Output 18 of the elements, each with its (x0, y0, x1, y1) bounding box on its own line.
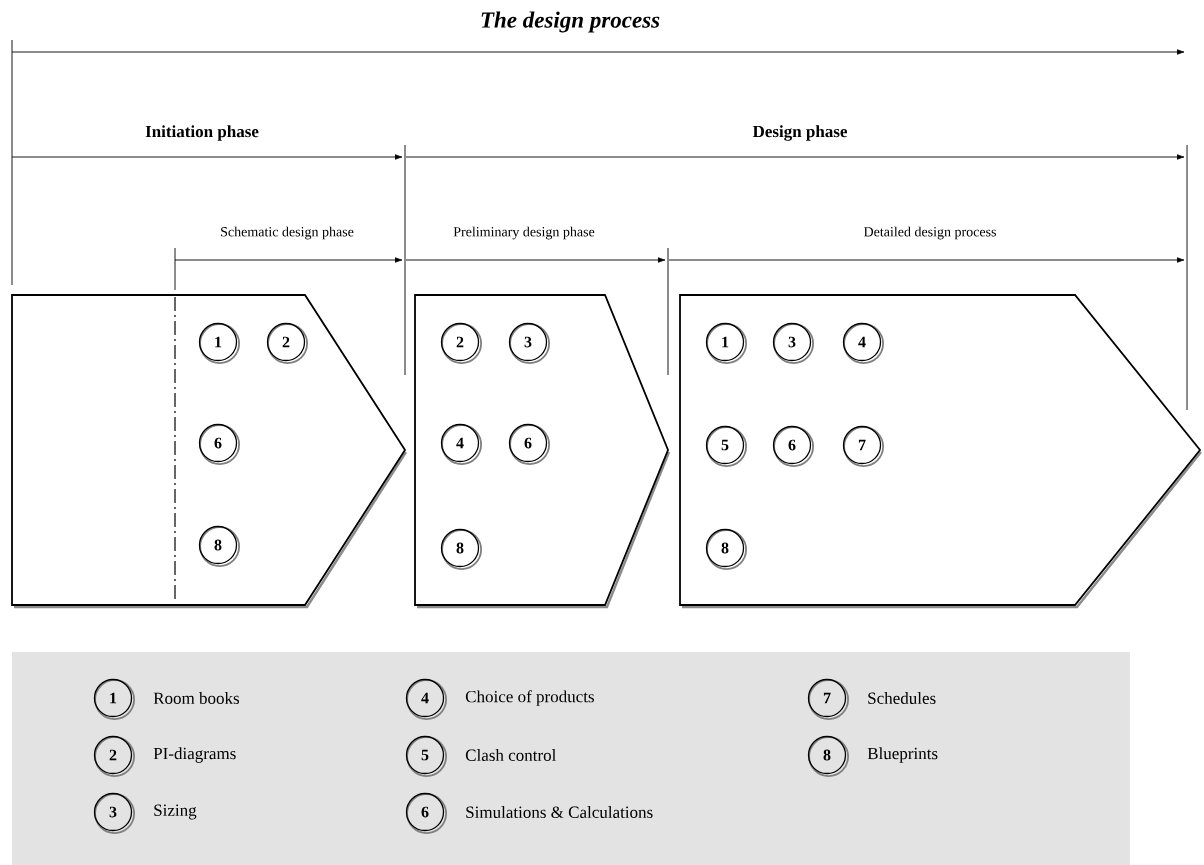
legend-text: PI-diagrams (153, 747, 236, 763)
legend-text: Room books (153, 692, 240, 704)
phase-arrow (414, 294, 671, 609)
legend-text: Blueprints (867, 747, 938, 763)
legend-text: Simulations & Calculations (466, 806, 653, 818)
phase-label: Detailed design process (863, 226, 996, 240)
legend-panel (12, 652, 1130, 865)
legend-text: Choice of products (465, 690, 594, 706)
title: The design process (481, 11, 660, 33)
phase-label: Initiation phase (145, 125, 259, 141)
legend-text: Clash control (465, 749, 556, 761)
legend-text: Schedules (868, 692, 936, 704)
phase-label: Schematic design phase (221, 226, 354, 240)
phase-arrow (679, 294, 1202, 609)
legend-text: Sizing (154, 804, 197, 820)
phase-arrow (11, 294, 408, 609)
phase-label: Design phase (752, 125, 848, 141)
phase-label: Preliminary design phase (453, 226, 595, 240)
